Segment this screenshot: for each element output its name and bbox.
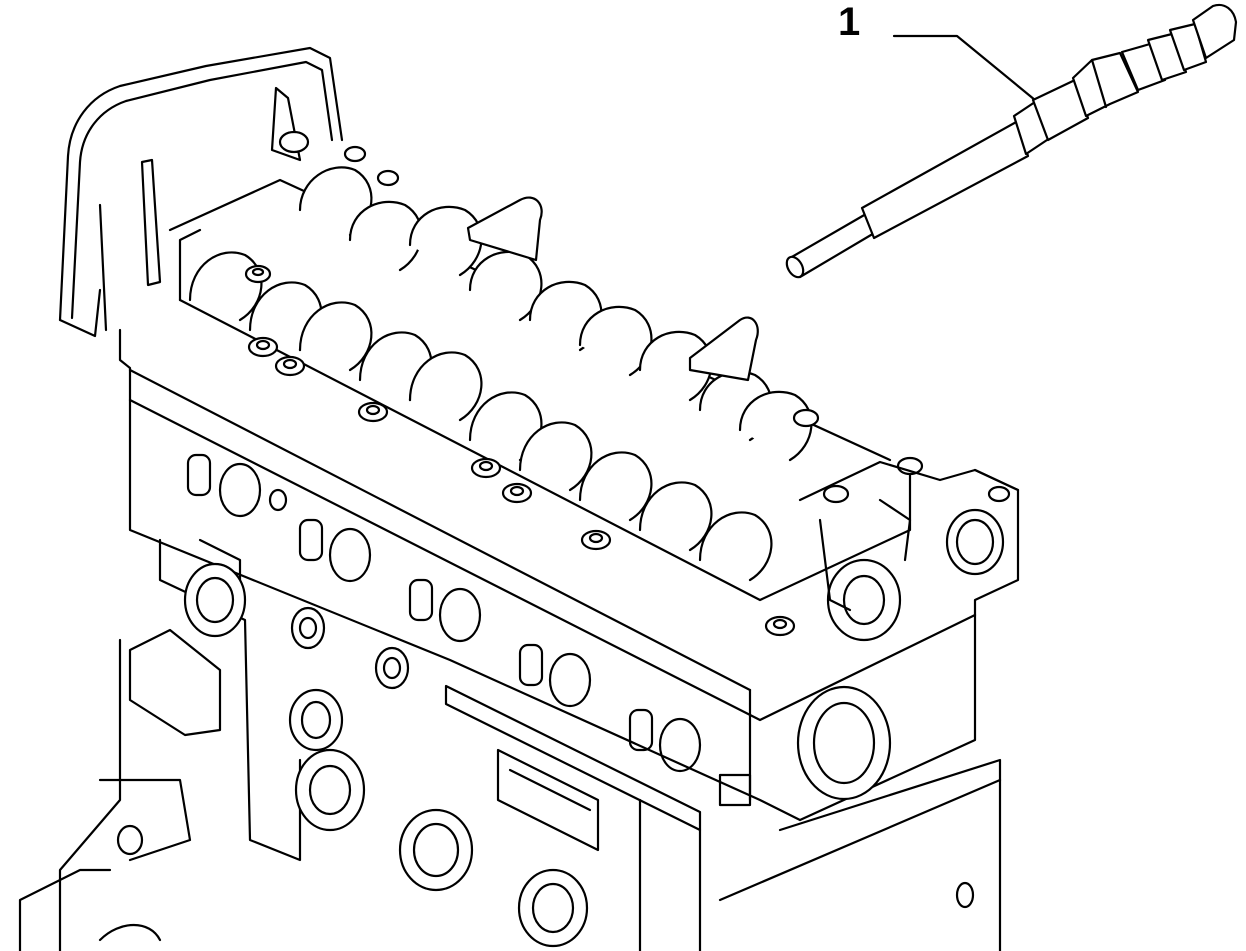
- cylinder-head-assembly: [18, 46, 1020, 951]
- end-plate: [798, 460, 1020, 502]
- glow-plug[interactable]: [783, 3, 1238, 280]
- ports: [186, 453, 752, 807]
- bearing-caps: [244, 130, 1011, 637]
- engine-block: [158, 538, 302, 862]
- callout-leader-line: [892, 34, 1037, 102]
- callout-1: 1: [838, 0, 1037, 102]
- head-block: [118, 328, 1020, 822]
- camshaft-lower: [188, 251, 773, 582]
- camshaft-upper: [298, 166, 813, 462]
- timing-belt-cover: [58, 46, 344, 322]
- callout-number-1: 1: [838, 0, 860, 44]
